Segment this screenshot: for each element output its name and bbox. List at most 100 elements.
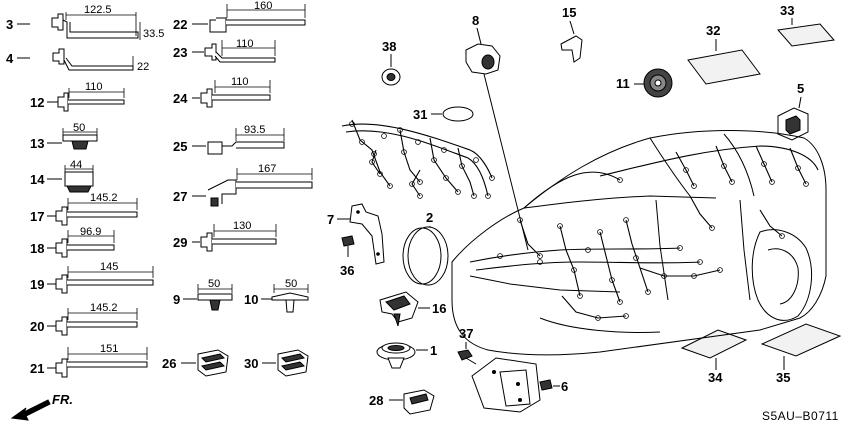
callout-21: 21 <box>30 361 44 376</box>
part-10-clip: 10 50 <box>244 278 309 313</box>
part-36-bolt: 36 <box>340 235 355 278</box>
callout-27: 27 <box>173 189 187 204</box>
callout-31: 31 <box>413 107 427 122</box>
part-13-clip: 13 50 <box>30 122 98 151</box>
callout-26: 26 <box>162 356 176 371</box>
dimension-24: 110 <box>231 76 249 88</box>
callout-29: 29 <box>173 235 187 250</box>
dimension-3-height: 33.5 <box>143 28 164 40</box>
dimension-18: 96.9 <box>80 226 101 238</box>
diagram-code: S5AU–B0711 <box>762 409 839 423</box>
front-direction-arrow: FR. <box>10 392 73 421</box>
callout-30: 30 <box>244 356 258 371</box>
callout-34: 34 <box>708 370 723 385</box>
dimension-23: 110 <box>236 38 254 50</box>
part-3-bracket-clip: 3 122.5 33.5 <box>6 4 164 40</box>
part-30-connector-holder: 30 <box>244 349 309 377</box>
part-15-clip: 15 <box>560 5 583 63</box>
dimension-21: 151 <box>100 343 118 355</box>
direction-label: FR. <box>52 392 73 407</box>
part-17-clip: 17 145.2 <box>30 192 138 226</box>
callout-3: 3 <box>6 17 13 32</box>
callout-15: 15 <box>562 5 576 20</box>
dimension-27: 167 <box>258 163 276 175</box>
callout-6: 6 <box>561 379 568 394</box>
callout-33: 33 <box>780 3 794 18</box>
part-16-holder: 16 <box>379 291 446 327</box>
dimension-13: 50 <box>73 122 85 134</box>
dimension-20: 145.2 <box>90 302 118 314</box>
callout-4: 4 <box>6 51 14 66</box>
callout-14: 14 <box>30 172 45 187</box>
part-12-clip: 12 110 <box>30 81 125 112</box>
dimension-22: 160 <box>254 0 272 12</box>
part-7-bracket: 7 <box>327 203 385 265</box>
part-26-connector-holder: 26 <box>162 349 229 377</box>
callout-10: 10 <box>244 292 258 307</box>
callout-8: 8 <box>472 13 479 28</box>
callout-2: 2 <box>426 210 433 225</box>
part-2-cover: 2 <box>402 210 449 286</box>
part-5-cover: 5 <box>777 81 809 141</box>
part-6-bracket: 6 <box>471 357 568 413</box>
part-4-bracket-clip: 4 22 <box>6 48 149 73</box>
callout-18: 18 <box>30 241 44 256</box>
callout-20: 20 <box>30 319 44 334</box>
body-wire-harness <box>469 145 819 321</box>
part-28-holder: 28 <box>369 389 435 415</box>
dimension-19: 145 <box>100 261 118 273</box>
callout-25: 25 <box>173 139 187 154</box>
part-11-grommet: 11 <box>616 68 673 98</box>
callout-35: 35 <box>776 370 790 385</box>
dimension-17: 145.2 <box>90 192 118 204</box>
part-24-clip: 24 110 <box>173 76 271 108</box>
part-14-clip: 14 44 <box>30 159 94 193</box>
callout-28: 28 <box>369 393 383 408</box>
callout-1: 1 <box>430 343 437 358</box>
part-22-clip: 22 160 <box>173 0 306 33</box>
callout-36: 36 <box>340 263 354 278</box>
callout-7: 7 <box>327 212 334 227</box>
dimension-29: 130 <box>233 220 251 232</box>
part-35-pad: 35 <box>760 323 842 385</box>
part-20-clip: 20 145.2 <box>30 302 138 336</box>
part-27-bracket: 27 167 <box>173 163 313 207</box>
car-body-outline <box>451 130 827 356</box>
callout-11: 11 <box>616 76 630 91</box>
callout-13: 13 <box>30 136 44 151</box>
part-25-clip: 25 93.5 <box>173 124 285 155</box>
part-33-pad: 33 <box>777 3 835 47</box>
callout-16: 16 <box>432 301 446 316</box>
part-29-clip: 29 130 <box>173 220 277 252</box>
callout-5: 5 <box>797 81 804 96</box>
callout-23: 23 <box>173 45 187 60</box>
dimension-25: 93.5 <box>244 124 265 136</box>
callout-32: 32 <box>706 23 720 38</box>
dimension-4: 22 <box>137 61 149 73</box>
dimension-12: 110 <box>85 81 103 93</box>
callout-9: 9 <box>173 292 180 307</box>
dashboard-wire-harness <box>341 119 495 199</box>
dimension-3-length: 122.5 <box>84 4 112 16</box>
part-23-clip: 23 110 <box>173 38 276 63</box>
part-19-clip: 19 145 <box>30 261 154 294</box>
part-37-bolt: 37 <box>457 326 477 365</box>
part-31-ring: 31 <box>413 106 474 122</box>
callout-24: 24 <box>173 91 188 106</box>
callout-38: 38 <box>382 39 396 54</box>
part-34-pad: 34 <box>680 329 748 385</box>
callout-37: 37 <box>459 326 473 341</box>
callout-19: 19 <box>30 277 44 292</box>
part-9-clip: 9 50 <box>173 278 233 311</box>
dimension-14: 44 <box>70 159 82 171</box>
part-21-clip: 21 151 <box>30 343 148 378</box>
callout-17: 17 <box>30 209 44 224</box>
dimension-10: 50 <box>285 278 297 290</box>
dimension-9: 50 <box>208 278 220 290</box>
part-38-grommet: 38 <box>381 39 401 86</box>
part-1-grommet: 1 <box>376 342 437 369</box>
part-18-clip: 18 96.9 <box>30 226 115 258</box>
callout-12: 12 <box>30 95 44 110</box>
callout-22: 22 <box>173 17 187 32</box>
